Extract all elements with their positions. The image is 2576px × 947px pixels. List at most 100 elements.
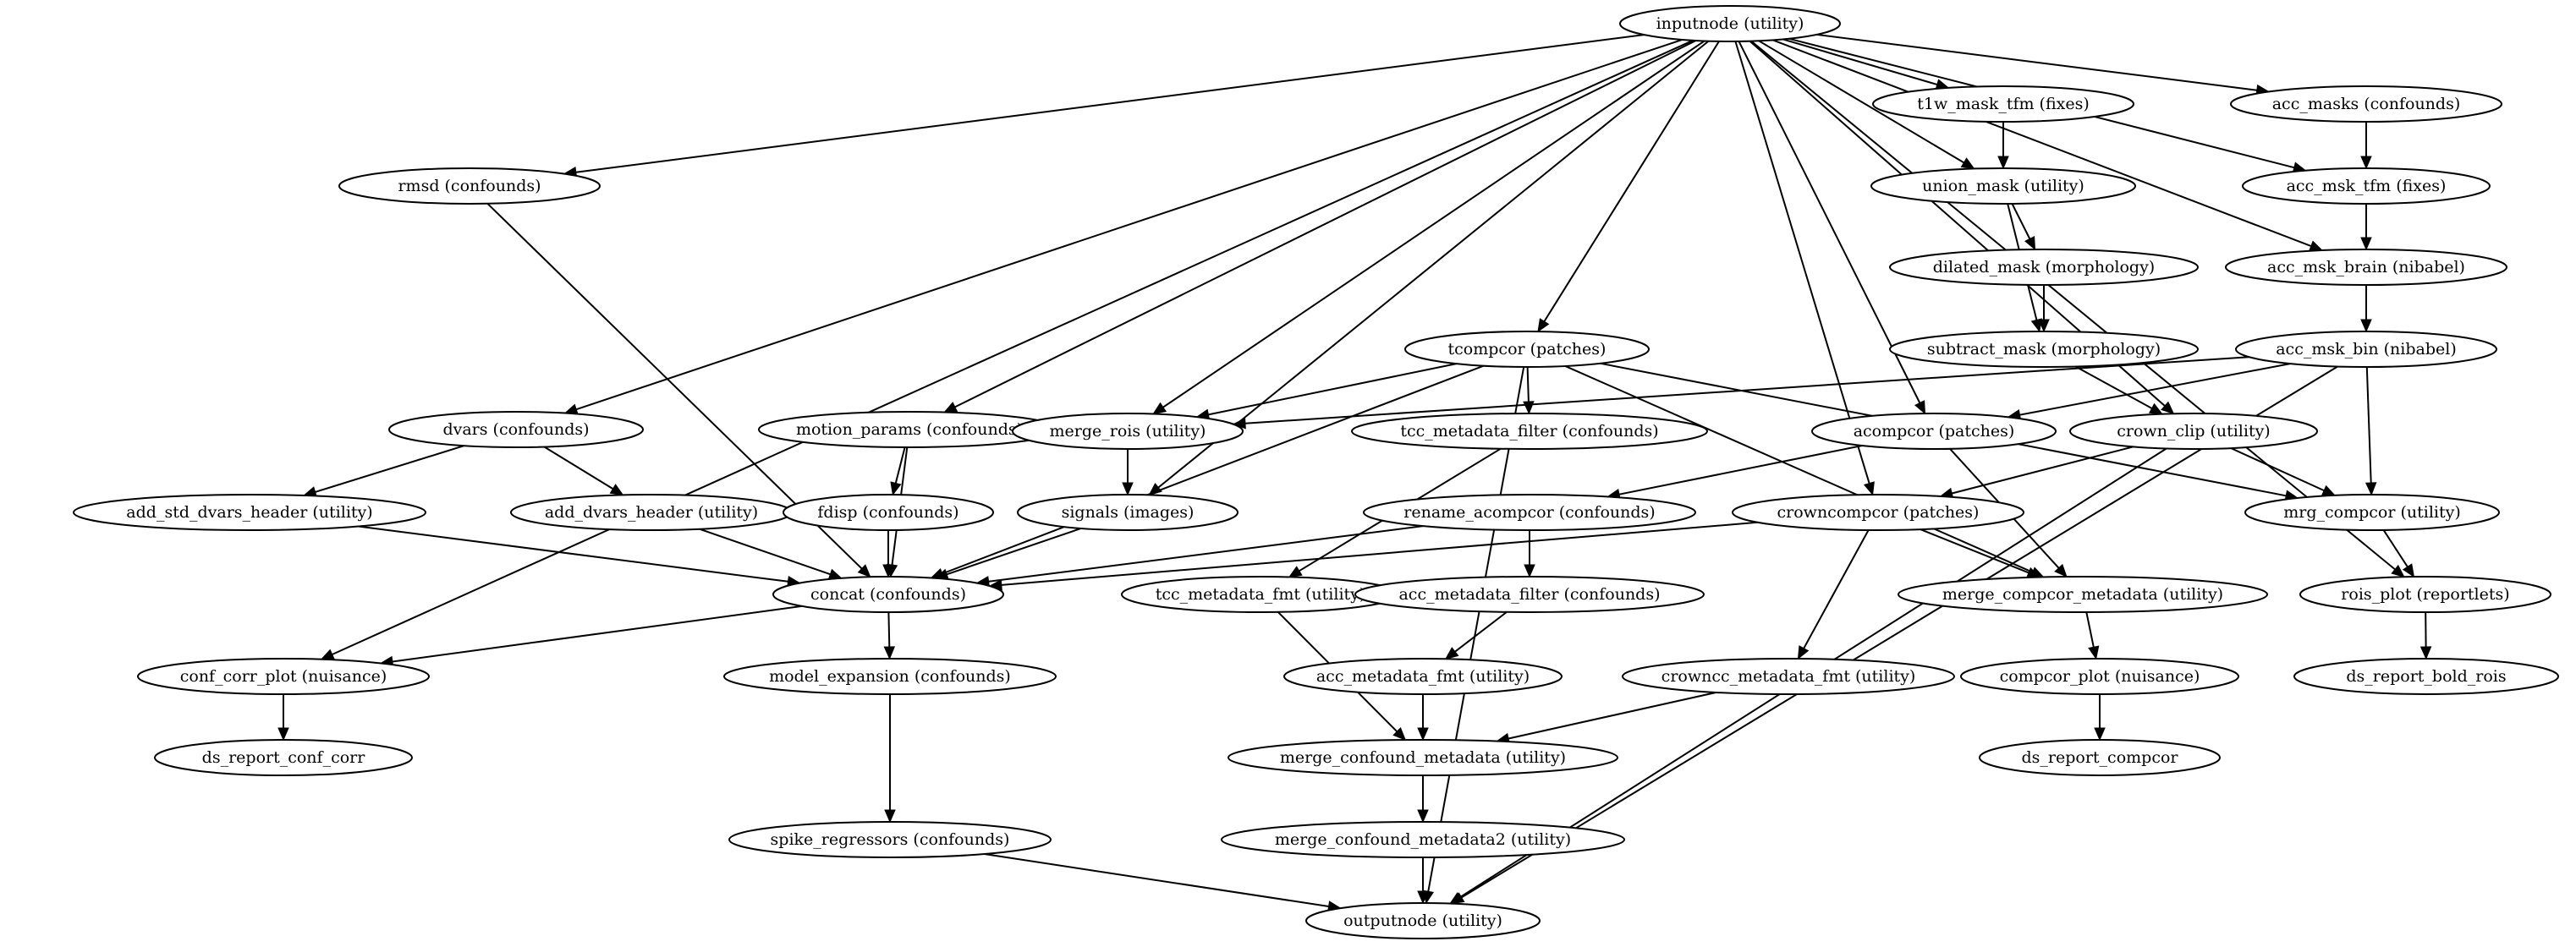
arrowhead-icon <box>321 650 334 660</box>
edge-acc_masks-to-acc_msk_tfm <box>2361 122 2371 168</box>
edge-conf_corr_plot-to-ds_report_conf_corr <box>278 694 288 740</box>
edge-line <box>888 612 889 647</box>
arrowhead-icon <box>1961 158 1974 168</box>
edge-inputnode-to-acc_msk_brain <box>1773 40 2322 250</box>
arrowhead-icon <box>2361 320 2371 331</box>
edge-line <box>316 446 464 492</box>
edge-rename_acompcor-to-acc_metadata_filter <box>1524 530 1535 577</box>
node-label: acompcor (patches) <box>1854 422 2015 441</box>
node-fdisp: fdisp (confounds) <box>783 495 993 530</box>
edge-line <box>942 366 1484 574</box>
node-label: motion_params (confounds) <box>796 420 1023 439</box>
node-tcompcor: tcompcor (patches) <box>1405 331 1649 367</box>
node-label: model_expansion (confounds) <box>769 667 1011 686</box>
arrowhead-icon <box>1524 402 1534 413</box>
node-mrg-compcor: mrg_compcor (utility) <box>2245 495 2499 530</box>
arrowhead-icon <box>1998 156 2008 168</box>
node-label: inputnode (utility) <box>1656 14 1804 33</box>
edge-concat-to-conf_corr_plot <box>381 606 802 667</box>
arrowhead-icon <box>2421 647 2431 659</box>
node-label: add_std_dvars_header (utility) <box>126 503 372 522</box>
node-label: fdisp (confounds) <box>817 503 958 522</box>
node-acc-masks: acc_masks (confounds) <box>2231 86 2502 122</box>
edge-merge_compcor_metadata-to-compcor_plot <box>2086 612 2098 659</box>
edge-acc_msk_tfm-to-acc_msk_brain <box>2361 204 2371 249</box>
arrowhead-icon <box>278 728 288 740</box>
edge-line <box>544 447 612 490</box>
node-dvars: dvars (confounds) <box>389 412 643 447</box>
edge-line <box>2384 530 2408 567</box>
edge-line <box>1920 529 2029 572</box>
edge-add_dvars_header-to-concat <box>700 529 842 579</box>
node-label: rename_acompcor (confounds) <box>1403 503 1655 522</box>
edge-line <box>700 529 831 575</box>
node-label: merge_rois (utility) <box>1050 422 1206 441</box>
node-label: add_dvars_header (utility) <box>545 503 758 522</box>
arrowhead-icon <box>1524 565 1535 577</box>
node-rmsd: rmsd (confounds) <box>339 168 600 204</box>
edge-line <box>2231 448 2324 490</box>
node-label: dilated_mask (morphology) <box>1933 258 2155 276</box>
arrowhead-icon <box>891 482 901 495</box>
node-label: signals (images) <box>1062 503 1195 522</box>
edge-line <box>1544 41 1719 321</box>
edge-line <box>1208 364 1456 414</box>
node-label: acc_msk_tfm (fixes) <box>2287 177 2447 195</box>
edge-line <box>1804 530 1868 649</box>
edge-model_expansion-to-spike_regressors <box>885 694 895 822</box>
edges-layer <box>278 35 2431 911</box>
node-label: crown_clip (utility) <box>2117 422 2270 441</box>
edge-line <box>1508 692 1716 739</box>
arrowhead-icon <box>1799 646 1809 659</box>
node-dilated-mask: dilated_mask (morphology) <box>1890 249 2198 285</box>
arrowhead-icon <box>1446 648 1458 659</box>
edge-crowncc_metadata_fmt-to-merge_confound_metadata <box>1497 692 1716 744</box>
node-inputnode: inputnode (utility) <box>1620 6 1840 41</box>
edge-line <box>1773 40 2311 246</box>
edge-line <box>989 526 1424 582</box>
arrowhead-icon <box>610 484 623 495</box>
node-label: subtract_mask (morphology) <box>1927 340 2161 359</box>
node-label: compcor_plot (nuisance) <box>2000 667 2200 686</box>
node-outputnode: outputnode (utility) <box>1306 903 1540 939</box>
edge-signals-to-concat <box>936 528 1081 579</box>
nodes-layer: inputnode (utility) rmsd (confounds) t1w_m… <box>74 6 2558 939</box>
node-label: crowncompcor (patches) <box>1777 503 1980 522</box>
edge-line <box>1455 612 1507 652</box>
node-label: merge_confound_metadata2 (utility) <box>1275 830 1571 849</box>
arrowhead-icon <box>1289 567 1302 577</box>
edge-inputnode-to-acc_masks <box>1816 35 2268 96</box>
edge-dvars-to-add_std_dvars_header <box>304 446 464 496</box>
edge-add_std_dvars_header-to-concat <box>359 527 800 587</box>
edge-spike_regressors-to-outputnode <box>985 854 1341 911</box>
edge-inputnode-to-t1w_mask_tfm <box>1783 39 1949 89</box>
node-add-dvars-header: add_dvars_header (utility) <box>511 495 792 530</box>
node-conf-corr-plot: conf_corr_plot (nuisance) <box>138 659 429 694</box>
node-label: concat (confounds) <box>810 585 966 604</box>
node-label: acc_metadata_fmt (utility) <box>1316 667 1530 686</box>
node-ds-report-bold-rois: ds_report_bold_rois <box>2294 659 2558 694</box>
arrowhead-icon <box>1123 483 1133 495</box>
arrowhead-icon <box>2025 237 2035 249</box>
node-merge-confound-metadata2: merge_confound_metadata2 (utility) <box>1222 822 1624 857</box>
edge-inputnode-to-tcompcor <box>1538 41 1719 331</box>
node-union-mask: union_mask (utility) <box>1871 168 2135 204</box>
edge-dvars-to-add_dvars_header <box>544 447 623 495</box>
node-label: merge_confound_metadata (utility) <box>1280 748 1566 767</box>
node-ds-report-conf-corr: ds_report_conf_corr <box>155 740 412 775</box>
arrowhead-icon <box>1538 319 1549 331</box>
node-merge-confound-metadata: merge_confound_metadata (utility) <box>1228 740 1618 775</box>
edge-merge_rois-to-signals <box>1123 449 1133 495</box>
node-acompcor: acompcor (patches) <box>1812 413 2056 449</box>
node-t1w-mask-tfm: t1w_mask_tfm (fixes) <box>1873 86 2134 122</box>
node-label: acc_msk_bin (nibabel) <box>2276 340 2457 359</box>
node-label: tcc_metadata_filter (confounds) <box>1400 422 1658 441</box>
arrowhead-icon <box>884 647 894 659</box>
edge-crowncompcor-to-crowncc_metadata_fmt <box>1799 530 1869 659</box>
node-crowncompcor: crowncompcor (patches) <box>1733 495 2024 530</box>
node-rois-plot: rois_plot (reportlets) <box>2300 577 2551 612</box>
node-label: ds_report_compcor <box>2022 748 2179 767</box>
arrowhead-icon <box>2150 404 2162 414</box>
